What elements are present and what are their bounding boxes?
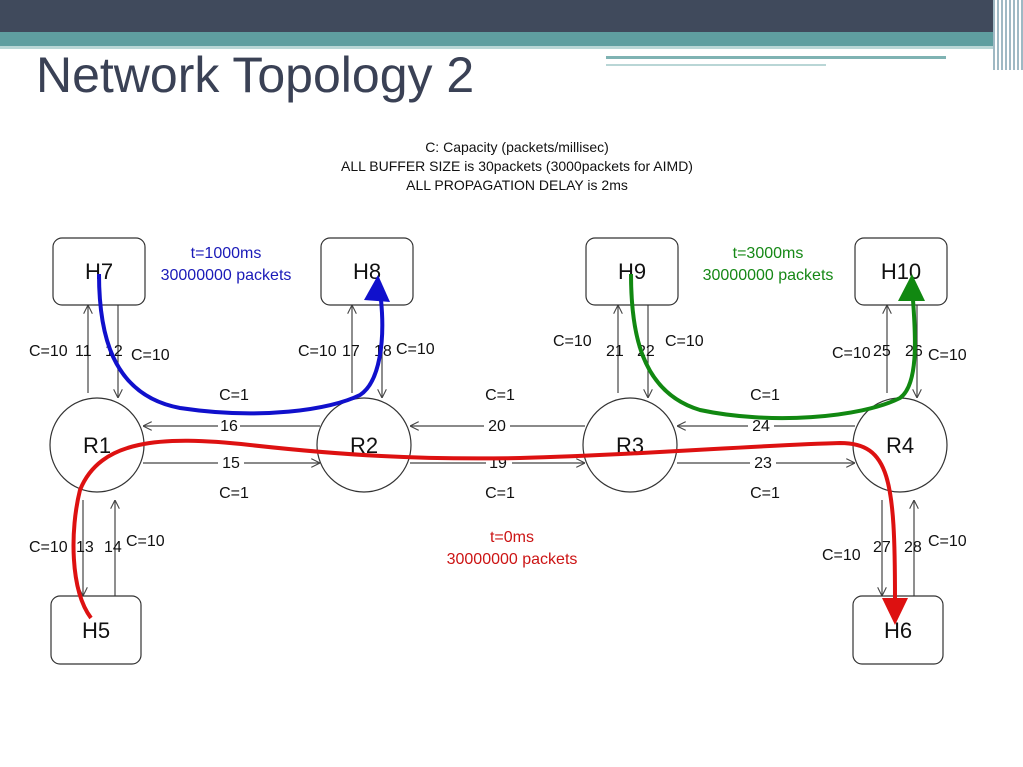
capacity-label-17: C=10	[298, 343, 337, 360]
capacity-label-13: C=10	[29, 539, 68, 556]
capacity-label-r3-r4-top: C=1	[750, 387, 780, 404]
link-label-24: 24	[752, 418, 770, 435]
slide-title: Network Topology 2	[36, 47, 475, 103]
header-accent-band	[0, 32, 1023, 46]
link-label-14: 14	[104, 539, 122, 556]
host-h8	[320, 237, 414, 306]
capacity-label-r1-r2-top: C=1	[219, 387, 249, 404]
decorative-line	[606, 56, 946, 59]
capacity-label-18: C=10	[396, 341, 435, 358]
capacity-label-11: C=10	[29, 343, 68, 360]
capacity-label-28: C=10	[928, 533, 967, 550]
router-r2	[316, 397, 412, 493]
flow-arrowhead-red	[882, 598, 908, 625]
capacity-label-r1-r2-bottom: C=1	[219, 485, 249, 502]
host-label-h10: H10	[881, 259, 921, 284]
link-label-20: 20	[488, 418, 506, 435]
capacity-label-25: C=10	[832, 345, 871, 362]
flow-arrowhead-green	[898, 274, 925, 301]
capacity-label-r3-r4-bottom: C=1	[750, 485, 780, 502]
flow-green-packets: 30000000 packets	[703, 267, 834, 284]
capacity-label-14: C=10	[126, 533, 165, 550]
flow-red-packets: 30000000 packets	[447, 551, 578, 568]
capacity-label-r2-r3-bottom: C=1	[485, 485, 515, 502]
capacity-label-r2-r3-top: C=1	[485, 387, 515, 404]
link-label-25: 25	[873, 343, 891, 360]
header-accent-thin	[0, 46, 1023, 49]
decorative-line	[606, 64, 826, 66]
caption-line-1: C: Capacity (packets/millisec)	[425, 139, 609, 155]
link-label-11: 11	[75, 343, 92, 360]
host-label-h5: H5	[82, 618, 110, 643]
link-label-28: 28	[904, 539, 922, 556]
flow-path-blue	[97, 273, 385, 416]
header-bar	[0, 0, 1023, 32]
flow-blue-packets: 30000000 packets	[161, 267, 292, 284]
link-label-27: 27	[873, 539, 891, 556]
host-label-h6: H6	[884, 618, 912, 643]
capacity-label-27: C=10	[822, 547, 861, 564]
flow-blue-time: t=1000ms	[191, 245, 262, 262]
host-h10	[854, 237, 948, 306]
flow-path-red	[71, 438, 897, 620]
capacity-label-26: C=10	[928, 347, 967, 364]
decorative-stripes	[993, 0, 1023, 70]
flow-green-time: t=3000ms	[733, 245, 804, 262]
link-label-16: 16	[220, 418, 238, 435]
caption-line-2: ALL BUFFER SIZE is 30packets (3000packet…	[341, 158, 693, 174]
flow-arrowhead-blue	[364, 275, 390, 302]
caption-line-3: ALL PROPAGATION DELAY is 2ms	[406, 177, 628, 193]
capacity-label-21: C=10	[553, 333, 592, 350]
flow-red-time: t=0ms	[490, 529, 534, 546]
link-label-13: 13	[76, 539, 94, 556]
capacity-label-12: C=10	[131, 347, 170, 364]
router-label-r1: R1	[83, 433, 111, 458]
link-label-15: 15	[222, 455, 240, 472]
link-label-17: 17	[342, 343, 360, 360]
link-label-21: 21	[606, 343, 624, 360]
host-h6	[852, 595, 944, 665]
router-label-r4: R4	[886, 433, 914, 458]
flow-path-green	[629, 273, 917, 421]
capacity-label-22: C=10	[665, 333, 704, 350]
router-r3	[582, 397, 678, 493]
link-label-23: 23	[754, 455, 772, 472]
host-h5	[50, 595, 142, 665]
